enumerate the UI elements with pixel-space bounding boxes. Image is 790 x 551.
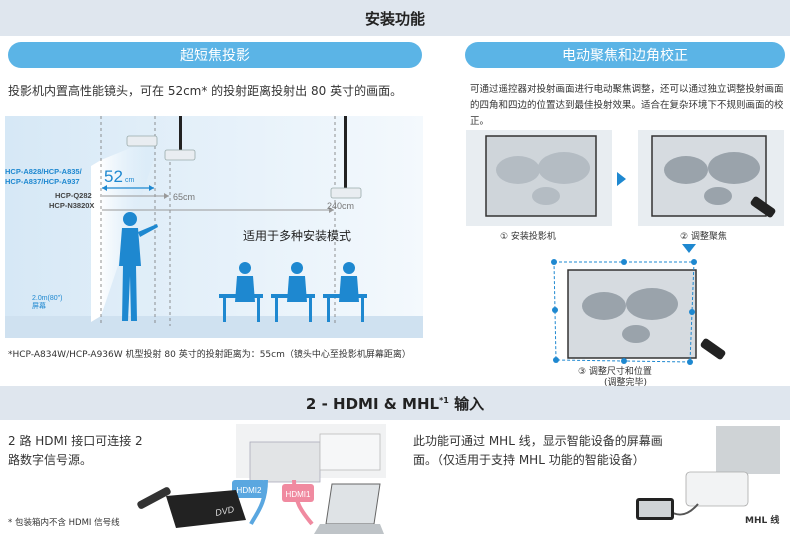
step1-caption: ① 安装投影机 [500, 232, 556, 242]
projector-body [249, 441, 321, 483]
wall-background [5, 116, 423, 338]
hdmi-section-title: 2 - HDMI & MHL*1 输入 [306, 393, 484, 414]
step3-caption-line1: ③ 调整尺寸和位置 [578, 367, 652, 377]
hdmi1-badge [282, 484, 314, 502]
projection-screen [91, 160, 101, 322]
projected-image [716, 426, 780, 474]
ceiling-pole-2 [344, 116, 347, 188]
students-silhouettes [219, 262, 367, 322]
next-arrow-icon [617, 172, 626, 186]
hdmi2-label: HDMI2 [237, 486, 262, 495]
laptop-screen [325, 483, 381, 525]
model-group1-line1: HCP-A828/HCP-A835/ [5, 167, 83, 176]
left-footnote: *HCP-A834W/HCP-A936W 机型投射 80 英寸的投射距离为：55… [8, 350, 411, 360]
floor [5, 316, 423, 338]
teacher-silhouette [119, 212, 158, 321]
hdmi2-badge [232, 480, 266, 498]
model-q282: HCP-Q282 [55, 191, 92, 200]
dvd-remote [137, 487, 171, 509]
distance-240-label: 240cm [327, 201, 354, 211]
laptop-base [314, 524, 384, 534]
step3-caption-line2: (调整完毕) [604, 378, 648, 388]
model-n3820x: HCP-N3820X [49, 201, 94, 210]
section-title: 安装功能 [364, 9, 425, 28]
focus-correction-intro: 可通过遥控器对投射画面进行电动聚焦调整，还可以通过独立调整投射画面的四角和四边的… [470, 84, 784, 127]
ultra-short-throw-title: 超短焦投影 [8, 42, 422, 68]
projector-ceiling-1 [164, 149, 196, 161]
remote-control-icon [750, 196, 776, 218]
screen-focus-image [638, 130, 784, 226]
projector-ceiling-2 [330, 187, 362, 199]
distance-52-label: 52 [104, 167, 123, 186]
distance-52-unit: cm [125, 177, 135, 184]
mhl-connection-illustration [636, 426, 780, 520]
hdmi1-label: HDMI1 [286, 490, 311, 499]
mhl-description: 此功能可通过 MHL 线，显示智能设备的屏幕画面。（仅适用于支持 MHL 功能的… [413, 434, 663, 467]
dvd-player [166, 490, 246, 528]
down-arrow-icon [682, 244, 696, 253]
screen-keystone-image [551, 259, 726, 365]
distance-65-label: 65cm [173, 192, 195, 202]
dvd-label: DVD [214, 504, 235, 518]
hdmi-connection-illustration: HDMI2 HDMI1 DVD [137, 424, 386, 534]
screen-size-label: 2.0m(80") [32, 295, 63, 302]
mhl-cable-label: MHL 线 [745, 516, 780, 526]
screen-label: 屏幕 [32, 301, 46, 310]
step2-caption: ② 调整聚焦 [680, 232, 727, 242]
classroom-installation-illustration: 52 cm 65cm 240cm HCP-A828/HCP-A835/ HCP-… [5, 116, 423, 338]
ultra-short-throw-intro: 投影机内置高性能镜头，可在 52cm* 的投射距离投射出 80 英寸的画面。 [8, 84, 403, 98]
hdmi-title-tail: 输入 [448, 394, 485, 413]
model-group1-line2: HCP-A837/HCP-A937 [5, 177, 80, 186]
projector-wall-mount [126, 135, 158, 147]
hdmi-title-main: 2 - HDMI & MHL [305, 394, 440, 413]
hdmi-title-sup: *1 [439, 395, 449, 405]
screen-install-image [466, 130, 612, 226]
remote-control-icon-2 [700, 338, 726, 360]
projection-beam [101, 138, 155, 316]
hdmi-section-header: 2 - HDMI & MHL*1 输入 [0, 386, 790, 420]
hdmi-note: * 包装箱内不含 HDMI 信号线 [8, 518, 120, 528]
ceiling-pole [179, 116, 182, 150]
focus-correction-title: 电动聚焦和边角校正 [465, 42, 785, 68]
mhl-projector [685, 471, 749, 507]
hdmi-description: 2 路 HDMI 接口可连接 2 路数字信号源。 [8, 434, 143, 467]
installation-mode-caption: 适用于多种安装模式 [243, 228, 351, 243]
section-header: 安装功能 [0, 0, 790, 36]
